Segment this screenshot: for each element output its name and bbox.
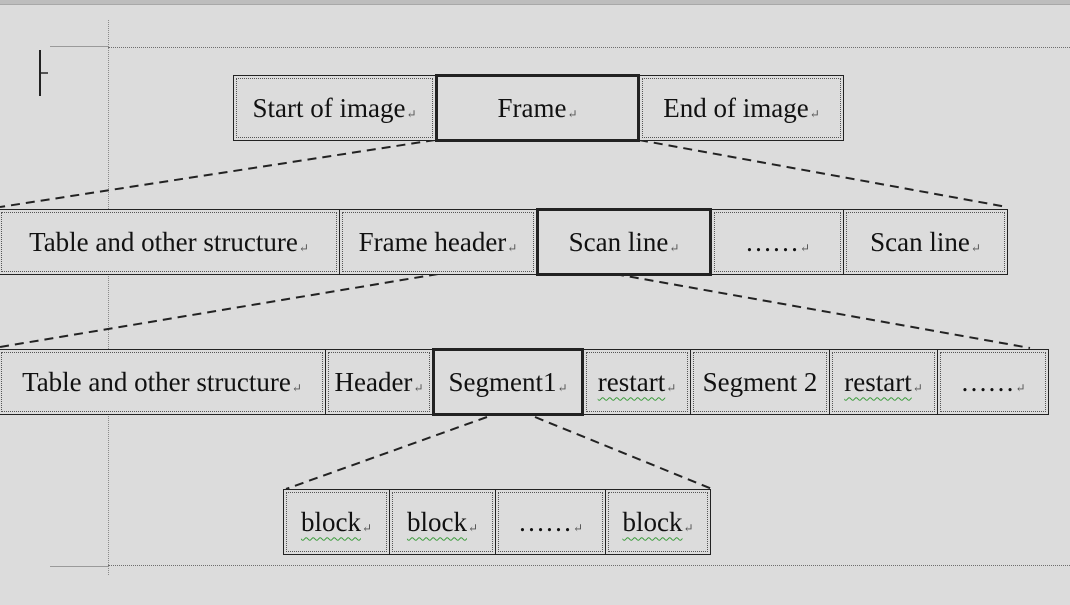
text-cursor	[39, 50, 41, 96]
paragraph-mark: ↵	[666, 380, 677, 395]
cell-label: restart	[844, 366, 912, 397]
cell-segment-2[interactable]: Segment 2	[690, 349, 830, 415]
cell-label: Frame	[497, 92, 567, 123]
cell-label: Table and other structure	[29, 226, 298, 257]
cell-start-of-image[interactable]: Start of image↵	[233, 75, 436, 141]
connector-segment-right	[534, 416, 713, 490]
page-margin-guide-bottom	[108, 565, 1070, 566]
cell-ellipsis[interactable]: ……↵	[495, 489, 606, 555]
paragraph-mark: ↵	[572, 520, 584, 535]
window-top-edge	[0, 0, 1070, 5]
cell-restart-1[interactable]: restart↵	[583, 349, 691, 415]
cell-table-and-other-structure[interactable]: Table and other structure↵	[0, 349, 326, 415]
cell-ellipsis[interactable]: ……↵	[937, 349, 1049, 415]
cell-table-and-other-structure[interactable]: Table and other structure↵	[0, 209, 340, 275]
crop-mark-bottom	[50, 566, 108, 567]
cell-label: Table and other structure	[22, 366, 291, 397]
paragraph-mark: ↵	[912, 380, 923, 395]
cell-restart-2[interactable]: restart↵	[829, 349, 938, 415]
connector-scanline-left	[0, 273, 439, 348]
cell-label: ……	[744, 226, 799, 257]
paragraph-mark: ↵	[557, 380, 568, 395]
paragraph-mark: ↵	[467, 520, 479, 535]
cell-frame-header[interactable]: Frame header↵	[339, 209, 537, 275]
paragraph-mark: ↵	[291, 380, 302, 395]
cell-label: ……	[960, 366, 1015, 397]
connector-segment-left	[285, 416, 488, 490]
cell-label: Scan line	[568, 226, 669, 257]
cell-ellipsis[interactable]: ……↵	[711, 209, 844, 275]
cell-label: block	[406, 506, 467, 537]
cell-label: Frame header	[358, 226, 507, 257]
connector-frame-right	[638, 139, 1008, 208]
text-cursor-tick	[41, 72, 48, 74]
paragraph-mark: ↵	[809, 106, 820, 121]
cell-scan-line-1[interactable]: Scan line↵	[536, 208, 712, 276]
crop-mark-top	[50, 46, 108, 47]
cell-label: End of image	[663, 92, 809, 123]
cell-segment1[interactable]: Segment1↵	[432, 348, 584, 416]
paragraph-mark: ↵	[799, 240, 811, 255]
cell-header[interactable]: Header↵	[325, 349, 433, 415]
paragraph-mark: ↵	[669, 240, 680, 255]
cell-label: block	[622, 506, 683, 537]
connector-frame-left	[0, 139, 436, 208]
paragraph-mark: ↵	[507, 240, 518, 255]
cell-block-n[interactable]: block↵	[605, 489, 711, 555]
paragraph-mark: ↵	[361, 520, 373, 535]
cell-block-1[interactable]: block↵	[283, 489, 390, 555]
paragraph-mark: ↵	[567, 106, 578, 121]
cell-scan-line-n[interactable]: Scan line↵	[843, 209, 1008, 275]
connector-scanline-right	[614, 273, 1031, 349]
cell-label: Segment 2	[702, 366, 818, 397]
cell-frame[interactable]: Frame↵	[435, 74, 640, 142]
cell-label: restart	[597, 366, 666, 397]
cell-label: ……	[517, 506, 572, 537]
cell-label: Scan line	[870, 226, 970, 257]
paragraph-mark: ↵	[406, 106, 417, 121]
paragraph-mark: ↵	[413, 380, 424, 395]
cell-block-2[interactable]: block↵	[389, 489, 496, 555]
cell-label: block	[300, 506, 361, 537]
cell-label: Header	[334, 366, 413, 397]
paragraph-mark: ↵	[683, 520, 694, 535]
paragraph-mark: ↵	[970, 240, 981, 255]
cell-end-of-image[interactable]: End of image↵	[639, 75, 844, 141]
paragraph-mark: ↵	[298, 240, 309, 255]
cell-label: Start of image	[252, 92, 406, 123]
cell-label: Segment1	[448, 366, 557, 397]
page-margin-guide-left	[108, 20, 109, 575]
paragraph-mark: ↵	[1015, 380, 1026, 395]
page-margin-guide-top	[108, 47, 1070, 48]
